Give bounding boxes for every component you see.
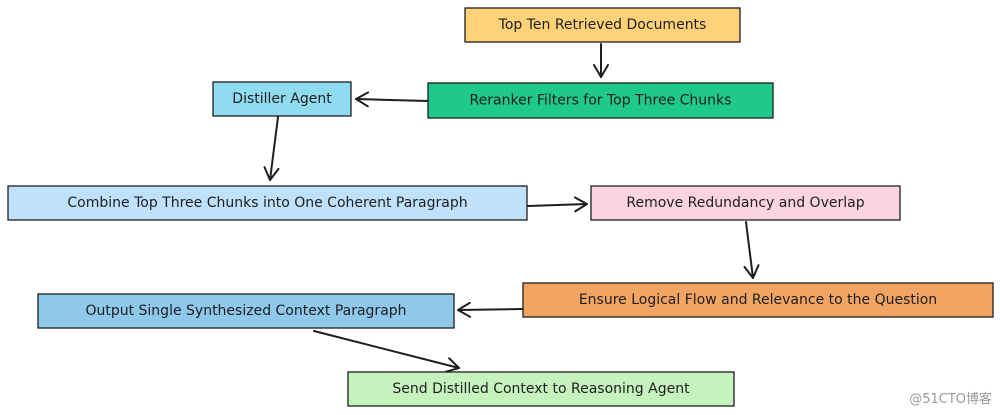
node-send-distilled-context: Send Distilled Context to Reasoning Agen… (347, 371, 735, 407)
node-label: Send Distilled Context to Reasoning Agen… (392, 381, 690, 397)
node-remove-redundancy: Remove Redundancy and Overlap (590, 185, 901, 221)
node-label: Ensure Logical Flow and Relevance to the… (579, 292, 937, 308)
edges (263, 43, 760, 373)
node-box (37, 293, 455, 329)
node-box (347, 371, 735, 407)
node-label: Remove Redundancy and Overlap (626, 195, 864, 211)
node-box (522, 282, 994, 318)
node-box (464, 7, 741, 43)
node-reranker-filters: Reranker Filters for Top Three Chunks (427, 82, 774, 119)
node-label: Combine Top Three Chunks into One Cohere… (67, 195, 467, 211)
edge-reranker-to-distiller (355, 91, 429, 108)
node-output-single-paragraph: Output Single Synthesized Context Paragr… (37, 293, 455, 329)
node-label: Distiller Agent (232, 91, 332, 107)
edge-output-to-send (313, 330, 460, 373)
edge-ensure-to-output (457, 301, 524, 318)
node-box (427, 82, 774, 119)
node-label: Output Single Synthesized Context Paragr… (85, 303, 406, 319)
node-box (7, 185, 528, 221)
node-combine-top-three: Combine Top Three Chunks into One Cohere… (7, 185, 528, 221)
watermark: @51CTO博客 (909, 392, 992, 407)
node-box (212, 81, 352, 117)
node-distiller-agent: Distiller Agent (212, 81, 352, 117)
edge-distiller-to-combine (263, 116, 280, 181)
edge-combine-to-remove (527, 196, 588, 213)
node-label: Reranker Filters for Top Three Chunks (470, 93, 732, 109)
node-box (590, 185, 901, 221)
edge-remove-to-ensure (743, 221, 760, 279)
node-top-ten-retrieved-documents: Top Ten Retrieved Documents (464, 7, 741, 43)
node-ensure-logical-flow: Ensure Logical Flow and Relevance to the… (522, 282, 994, 318)
node-label: Top Ten Retrieved Documents (498, 17, 707, 33)
